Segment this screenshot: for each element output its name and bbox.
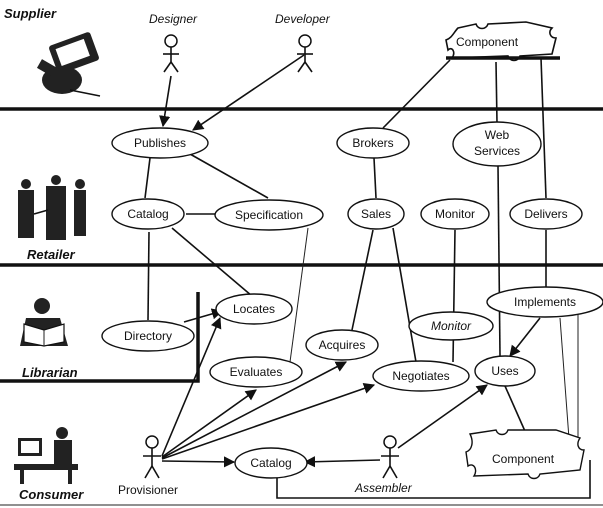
svg-text:Component: Component [492, 452, 555, 466]
catalog-consumer-node: Catalog [234, 447, 308, 479]
acquires-node: Acquires [305, 329, 379, 361]
svg-text:Catalog: Catalog [127, 207, 168, 221]
svg-text:Sales: Sales [361, 207, 391, 221]
developer-label: Developer [275, 12, 331, 26]
svg-text:Monitor: Monitor [431, 319, 472, 333]
provisioner-label: Provisioner [118, 483, 178, 497]
svg-text:Directory: Directory [124, 329, 172, 343]
svg-text:Catalog: Catalog [250, 456, 291, 470]
developer-actor-icon [297, 34, 313, 73]
svg-text:Evaluates: Evaluates [230, 365, 283, 379]
assembler-label: Assembler [354, 481, 413, 495]
lane-label-librarian: Librarian [22, 365, 78, 380]
evaluates-node: Evaluates [209, 356, 303, 388]
svg-text:Services: Services [474, 144, 520, 158]
desk-worker-icon [14, 427, 78, 484]
connections [144, 54, 591, 499]
svg-text:Uses: Uses [491, 364, 518, 378]
svg-text:Specification: Specification [235, 208, 303, 222]
uses-node: Uses [474, 355, 536, 387]
svg-text:Monitor: Monitor [435, 207, 475, 221]
puzzle-piece-icon [465, 429, 585, 480]
lane-label-supplier: Supplier [4, 6, 57, 21]
catalog-retailer-node: Catalog [111, 198, 185, 230]
business-people-icon [18, 175, 86, 240]
component-top-node: Component [445, 21, 560, 62]
brokers-node: Brokers [336, 127, 410, 159]
locates-node: Locates [215, 293, 293, 325]
svg-text:Acquires: Acquires [319, 338, 366, 352]
svg-text:Implements: Implements [514, 295, 576, 309]
lane-label-retailer: Retailer [27, 247, 76, 262]
implements-node: Implements [486, 286, 603, 318]
assembler-actor-icon [381, 435, 399, 479]
svg-text:Delivers: Delivers [524, 207, 567, 221]
svg-text:Brokers: Brokers [352, 136, 393, 150]
monitor-librarian-node: Monitor [408, 311, 494, 341]
designer-actor-icon [163, 34, 179, 73]
svg-text:Web: Web [485, 128, 510, 142]
svg-text:Component: Component [456, 35, 519, 49]
provisioner-actor-icon [143, 435, 161, 479]
svg-text:Negotiates: Negotiates [392, 369, 449, 383]
computer-workstation-icon [36, 32, 101, 97]
negotiates-node: Negotiates [372, 360, 470, 392]
lane-separator-librarian [0, 292, 200, 383]
specification-node: Specification [214, 199, 324, 231]
designer-label: Designer [149, 12, 198, 26]
web-services-node: Web Services [452, 121, 542, 167]
lane-label-consumer: Consumer [19, 487, 84, 502]
puzzle-piece-icon [445, 21, 558, 62]
monitor-retailer-node: Monitor [420, 198, 490, 230]
svg-text:Publishes: Publishes [134, 136, 186, 150]
publishes-node: Publishes [111, 127, 209, 159]
sales-node: Sales [347, 198, 405, 230]
svg-text:Locates: Locates [233, 302, 275, 316]
reading-person-icon [20, 298, 68, 347]
delivers-node: Delivers [509, 198, 583, 230]
directory-node: Directory [101, 320, 195, 352]
component-bottom-node: Component [465, 429, 585, 480]
